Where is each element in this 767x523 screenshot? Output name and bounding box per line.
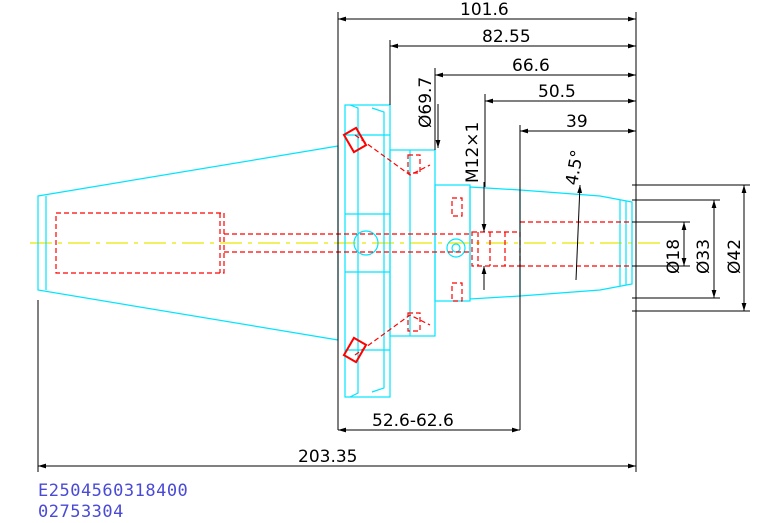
flange <box>344 104 633 398</box>
dim-thread: M12×1 <box>463 122 483 183</box>
dim-overall-flange: 101.6 <box>460 0 509 20</box>
dim-overall-length: 203.35 <box>298 447 357 467</box>
internal-features <box>55 134 632 356</box>
dimension-lines <box>37 12 750 472</box>
dim-66-6: 66.6 <box>512 56 550 76</box>
dim-adjust-range: 52.6-62.6 <box>372 411 454 431</box>
dim-dia-33: Ø33 <box>694 239 714 274</box>
dim-50-5: 50.5 <box>538 82 576 102</box>
dim-39: 39 <box>566 112 588 132</box>
dim-angle: 4.5° <box>562 148 588 186</box>
dim-bore-18: Ø18 <box>664 239 684 274</box>
item-code: 02753304 <box>38 502 124 522</box>
screw-heads <box>342 126 368 364</box>
dim-flange-dia: Ø69.7 <box>416 77 436 128</box>
part-number: E2504560318400 <box>38 481 189 501</box>
dim-82-55: 82.55 <box>482 27 531 47</box>
dim-dia-42: Ø42 <box>725 239 745 274</box>
